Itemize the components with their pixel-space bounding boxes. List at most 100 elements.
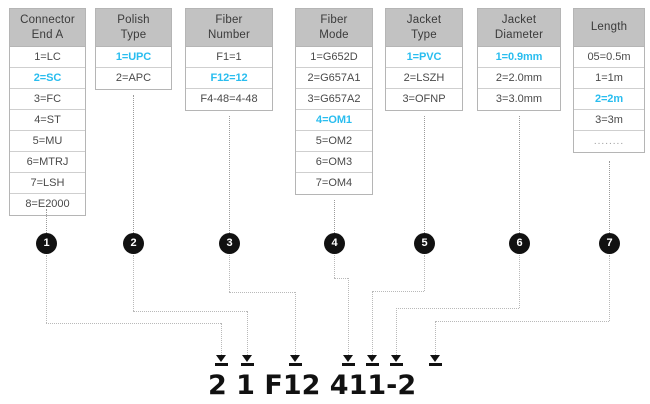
leader-6-h xyxy=(396,308,519,309)
column-header-jacket-type: Jacket Type xyxy=(386,9,462,47)
column-jacket-diameter: Jacket Diameter 1=0.9mm 2=2.0mm 3=3.0mm xyxy=(477,8,561,111)
column-connector-end-a: Connector End A 1=LC 2=SC 3=FC 4=ST 5=MU… xyxy=(9,8,86,216)
leader-6-v2 xyxy=(396,308,397,355)
arrow-down-icon xyxy=(242,355,252,362)
code-marker-3 xyxy=(289,355,302,366)
marker-bar xyxy=(429,363,442,366)
option-cell[interactable]: 2=2.0mm xyxy=(478,68,560,89)
leader-5-v2 xyxy=(372,291,373,355)
option-cell[interactable]: 3=FC xyxy=(10,89,85,110)
code-marker-2 xyxy=(241,355,254,366)
marker-bar xyxy=(241,363,254,366)
arrow-down-icon xyxy=(216,355,226,362)
option-cell[interactable]: 8=E2000 xyxy=(25,198,70,210)
column-fiber-mode: Fiber Mode 1=G652D 2=G657A1 3=G657A2 4=O… xyxy=(295,8,373,195)
connector-tail-2 xyxy=(133,95,135,233)
option-cell[interactable]: 3=G657A2 xyxy=(296,89,372,110)
option-cell[interactable]: 1=G652D xyxy=(296,47,372,68)
column-fiber-number: Fiber Number F1=1 F12=12 F4-48=4-48 xyxy=(185,8,273,111)
column-header-jacket-diameter: Jacket Diameter xyxy=(478,9,560,47)
leader-1-v1 xyxy=(46,255,47,323)
marker-bar xyxy=(289,363,302,366)
marker-bar xyxy=(366,363,379,366)
code-marker-4 xyxy=(342,355,355,366)
leader-4-v2 xyxy=(348,278,349,355)
option-cell[interactable]: 7=LSH xyxy=(10,173,85,194)
code-marker-6 xyxy=(390,355,403,366)
column-header-fiber-mode: Fiber Mode xyxy=(296,9,372,47)
connector-tail-7 xyxy=(609,161,611,233)
leader-3-h xyxy=(229,292,295,293)
option-cell[interactable]: 5=OM2 xyxy=(296,131,372,152)
step-circle-4: 4 xyxy=(324,233,345,254)
leader-3-v1 xyxy=(229,255,230,292)
leader-3-v2 xyxy=(295,292,296,355)
option-cell[interactable]: 3=OFNP xyxy=(402,93,446,105)
option-cell[interactable]: 1=1m xyxy=(574,68,644,89)
leader-1-h xyxy=(46,323,221,324)
option-cell[interactable]: 6=OM3 xyxy=(296,152,372,173)
code-marker-1 xyxy=(215,355,228,366)
leader-2-v1 xyxy=(133,255,134,311)
leader-4-v1 xyxy=(334,255,335,278)
option-cell-selected[interactable]: 1=UPC xyxy=(96,47,171,68)
leader-2-h xyxy=(133,311,247,312)
connector-tail-3 xyxy=(229,116,231,233)
code-marker-7 xyxy=(429,355,442,366)
step-circle-6: 6 xyxy=(509,233,530,254)
arrow-down-icon xyxy=(391,355,401,362)
step-circle-2: 2 xyxy=(123,233,144,254)
option-cell[interactable]: 2=APC xyxy=(115,72,152,84)
option-cell[interactable]: 1=LC xyxy=(10,47,85,68)
marker-bar xyxy=(390,363,403,366)
option-cell[interactable]: F1=1 xyxy=(186,47,272,68)
option-cell[interactable]: 2=G657A1 xyxy=(296,68,372,89)
column-header-connector-end-a: Connector End A xyxy=(10,9,85,47)
option-cell[interactable]: 4=ST xyxy=(10,110,85,131)
leader-4-h xyxy=(334,278,348,279)
connector-tail-5 xyxy=(424,116,426,233)
connector-tail-6 xyxy=(519,116,521,233)
option-cell[interactable]: F4-48=4-48 xyxy=(200,93,258,105)
leader-1-v2 xyxy=(221,323,222,355)
step-circle-5: 5 xyxy=(414,233,435,254)
arrow-down-icon xyxy=(430,355,440,362)
leader-7-v1 xyxy=(609,255,610,321)
leader-7-v2 xyxy=(435,321,436,355)
marker-bar xyxy=(215,363,228,366)
leader-5-h xyxy=(372,291,424,292)
option-cell-selected[interactable]: 2=SC xyxy=(10,68,85,89)
leader-7-h xyxy=(435,321,609,322)
column-polish-type: Polish Type 1=UPC 2=APC xyxy=(95,8,172,90)
option-cell-selected[interactable]: 1=PVC xyxy=(386,47,462,68)
step-circle-3: 3 xyxy=(219,233,240,254)
option-cell[interactable]: 6=MTRJ xyxy=(10,152,85,173)
option-cell-selected[interactable]: 4=OM1 xyxy=(296,110,372,131)
option-cell-ellipsis: ........ xyxy=(593,136,625,147)
option-cell[interactable]: 7=OM4 xyxy=(315,177,353,189)
column-length: Length 05=0.5m 1=1m 2=2m 3=3m ........ xyxy=(573,8,645,153)
option-cell[interactable]: 3=3m xyxy=(574,110,644,131)
column-header-fiber-number: Fiber Number xyxy=(186,9,272,47)
leader-5-v1 xyxy=(424,255,425,291)
column-header-length: Length xyxy=(574,9,644,47)
arrow-down-icon xyxy=(343,355,353,362)
leader-6-v1 xyxy=(519,255,520,308)
column-jacket-type: Jacket Type 1=PVC 2=LSZH 3=OFNP xyxy=(385,8,463,111)
column-header-polish-type: Polish Type xyxy=(96,9,171,47)
option-cell[interactable]: 05=0.5m xyxy=(574,47,644,68)
option-cell-selected[interactable]: 2=2m xyxy=(574,89,644,110)
leader-2-v2 xyxy=(247,311,248,355)
arrow-down-icon xyxy=(367,355,377,362)
arrow-down-icon xyxy=(290,355,300,362)
marker-bar xyxy=(342,363,355,366)
step-circle-7: 7 xyxy=(599,233,620,254)
option-cell[interactable]: 5=MU xyxy=(10,131,85,152)
option-cell[interactable]: 3=3.0mm xyxy=(495,93,543,105)
option-cell-selected[interactable]: 1=0.9mm xyxy=(478,47,560,68)
connector-tail-4 xyxy=(334,200,336,233)
code-marker-5 xyxy=(366,355,379,366)
option-cell-selected[interactable]: F12=12 xyxy=(186,68,272,89)
option-cell[interactable]: 2=LSZH xyxy=(386,68,462,89)
